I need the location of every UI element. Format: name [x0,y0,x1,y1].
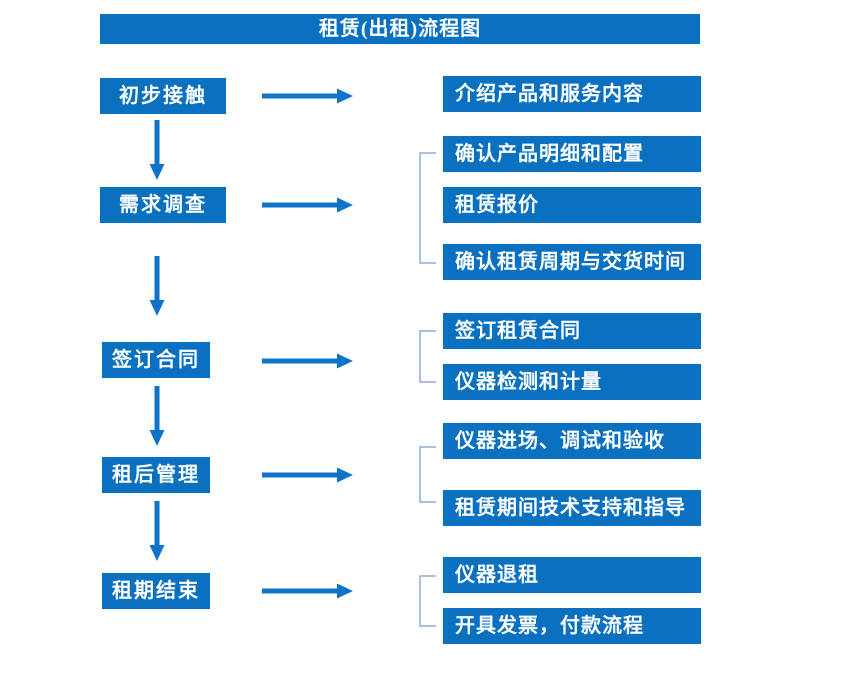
arrow-down-icon [147,501,167,561]
flowchart-title: 租赁(出租)流程图 [100,14,700,44]
bracket-icon [419,446,437,503]
arrow-right-icon [262,465,353,485]
detail-box-instrument-return: 仪器退租 [443,557,701,593]
step-box-post-rental: 租后管理 [102,457,210,493]
arrow-right-icon [262,86,353,106]
detail-box-instrument-entry: 仪器进场、调试和验收 [443,423,701,459]
arrow-right-icon [262,581,353,601]
step-box-sign-contract: 签订合同 [102,342,210,378]
detail-box-confirm-period: 确认租赁周期与交货时间 [443,244,701,280]
detail-box-confirm-details: 确认产品明细和配置 [443,136,701,172]
arrow-down-icon [147,120,167,180]
arrow-right-icon [262,195,353,215]
bracket-icon [419,575,437,627]
detail-box-tech-support: 租赁期间技术支持和指导 [443,490,701,526]
detail-box-introduce-products: 介绍产品和服务内容 [443,76,701,112]
detail-box-rental-quote: 租赁报价 [443,187,701,223]
bracket-icon [419,330,437,383]
detail-box-invoice-payment: 开具发票，付款流程 [443,608,701,644]
detail-box-instrument-testing: 仪器检测和计量 [443,364,701,400]
step-box-lease-end: 租期结束 [102,573,210,609]
bracket-icon [419,152,437,264]
step-box-demand-survey: 需求调查 [100,187,226,223]
arrow-right-icon [262,351,353,371]
step-box-initial-contact: 初步接触 [100,78,226,114]
arrow-down-icon [147,386,167,446]
detail-box-sign-rental-contract: 签订租赁合同 [443,313,701,349]
arrow-down-icon [147,256,167,316]
